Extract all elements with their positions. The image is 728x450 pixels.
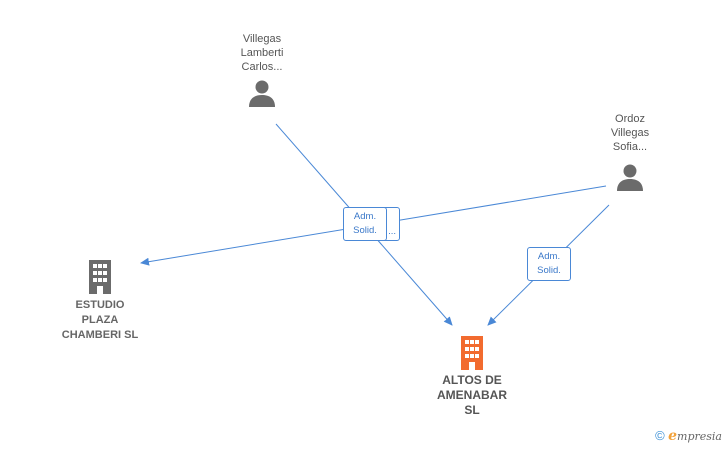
person-icon: [617, 164, 643, 191]
brand-logo-e: e: [668, 428, 678, 444]
company-label-altos: ALTOS DE AMENABAR SL: [437, 373, 507, 417]
company-node-altos[interactable]: ALTOS DE AMENABAR SL: [420, 334, 524, 418]
building-icon: [461, 336, 483, 370]
person-icon: [249, 80, 275, 107]
person-label-villegas: Villegas Lamberti Carlos...: [240, 33, 284, 73]
building-icon: [89, 260, 111, 294]
person-label-ordoz: Ordoz Villegas Sofia...: [610, 113, 650, 153]
person-node-villegas[interactable]: Villegas Lamberti Carlos...: [222, 32, 302, 108]
company-node-estudio[interactable]: ESTUDIO PLAZA CHAMBERI SL: [48, 258, 152, 343]
brand-footer: © empresia: [655, 428, 722, 444]
brand-name: mpresia: [677, 430, 722, 443]
copyright-icon: ©: [655, 428, 665, 443]
role-badge-ordoz[interactable]: Adm. Solid.: [527, 247, 571, 281]
role-badge-villegas[interactable]: Adm. Solid.: [343, 207, 387, 241]
company-label-estudio: ESTUDIO PLAZA CHAMBERI SL: [61, 299, 139, 341]
person-node-ordoz[interactable]: Ordoz Villegas Sofia...: [590, 112, 670, 192]
